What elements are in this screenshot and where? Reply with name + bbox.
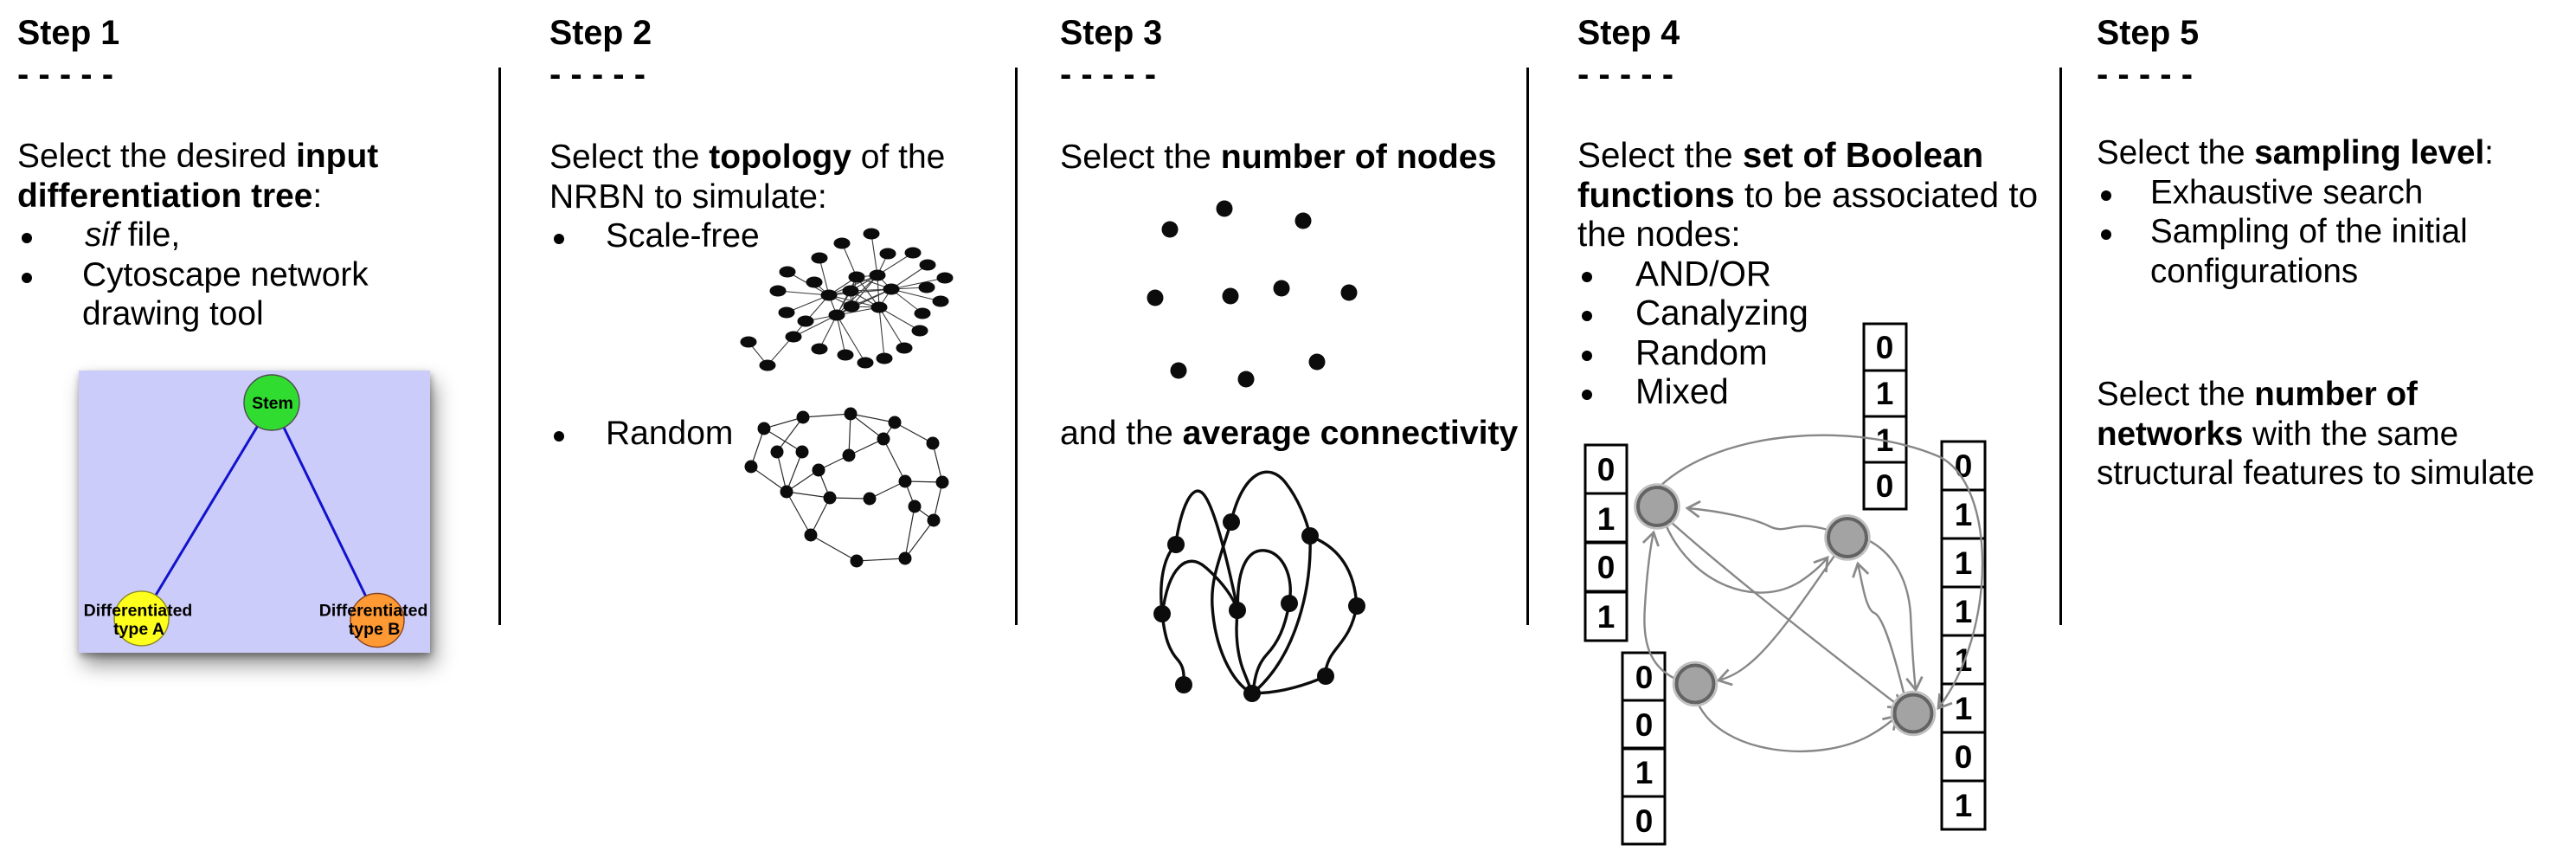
svg-text:1: 1: [1955, 594, 1973, 629]
svg-text:Differentiated: Differentiated: [84, 602, 193, 621]
svg-text:0: 0: [1597, 550, 1616, 585]
svg-text:1: 1: [1597, 599, 1616, 635]
svg-text:Differentiated: Differentiated: [319, 602, 428, 621]
svg-text:0: 0: [1597, 452, 1616, 487]
svg-text:1: 1: [1597, 501, 1616, 537]
svg-text:0: 0: [1635, 707, 1654, 743]
svg-text:0: 0: [1635, 660, 1654, 695]
svg-text:1: 1: [1955, 545, 1973, 581]
svg-text:0: 0: [1876, 330, 1894, 365]
svg-text:1: 1: [1955, 788, 1973, 823]
svg-text:1: 1: [1955, 691, 1973, 726]
svg-text:1: 1: [1876, 376, 1894, 411]
svg-text:1: 1: [1635, 755, 1654, 790]
svg-text:Stem: Stem: [252, 394, 293, 413]
svg-text:type B: type B: [349, 620, 401, 639]
svg-text:0: 0: [1955, 448, 1973, 484]
svg-text:type A: type A: [113, 620, 164, 639]
svg-text:0: 0: [1876, 468, 1894, 504]
svg-text:0: 0: [1635, 803, 1654, 839]
svg-text:0: 0: [1955, 739, 1973, 775]
svg-text:1: 1: [1955, 497, 1973, 532]
